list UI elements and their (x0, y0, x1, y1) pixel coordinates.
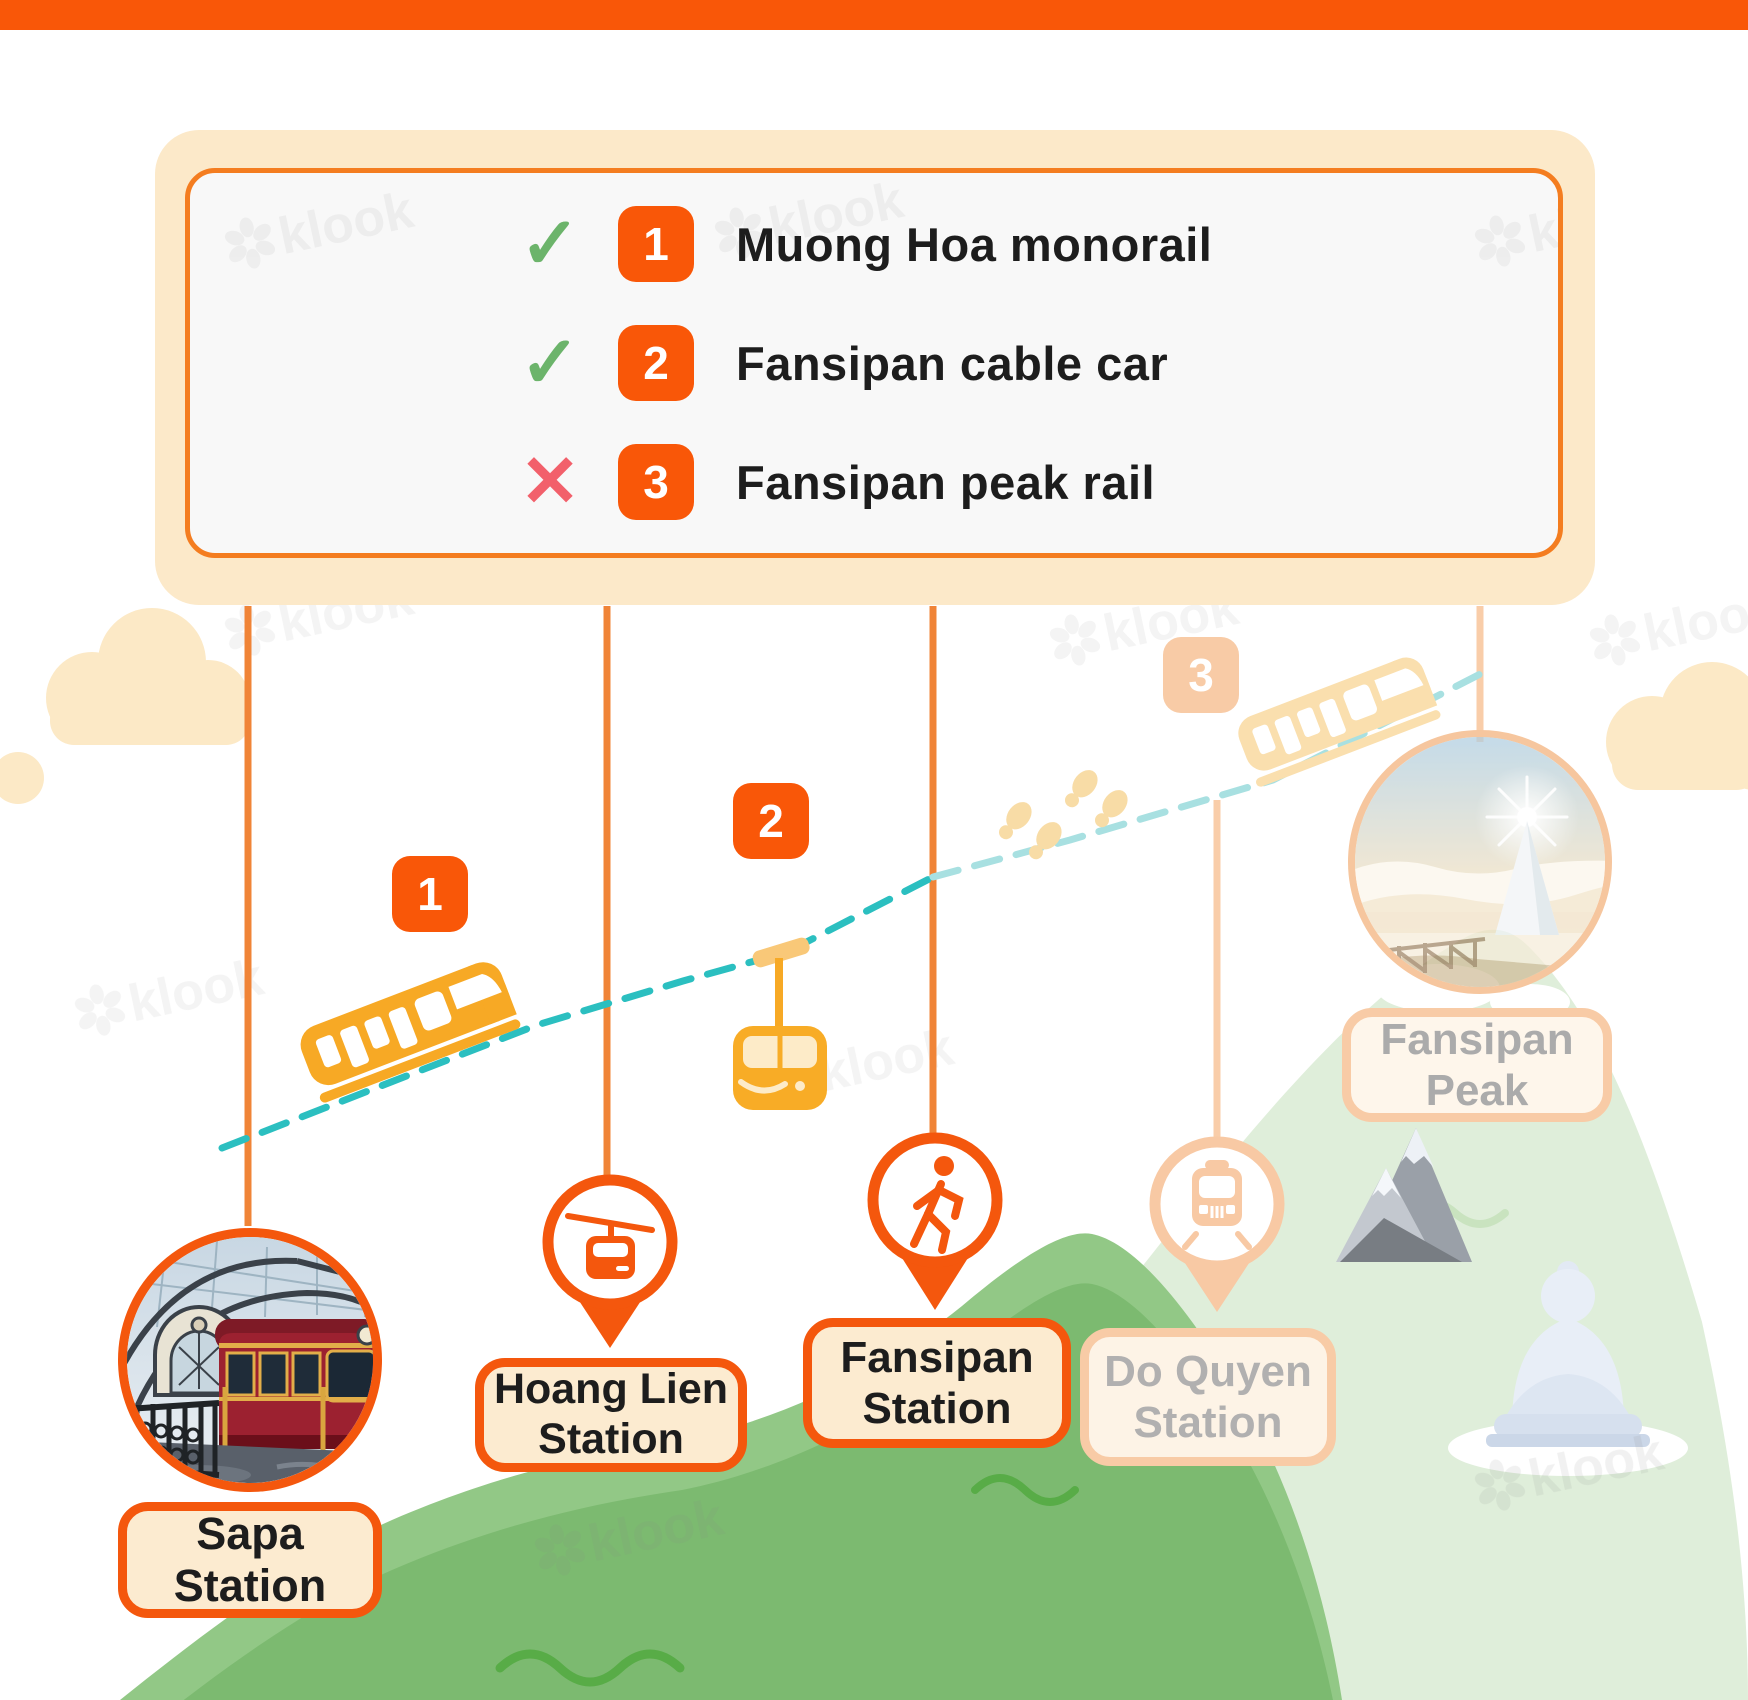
drop-lines (244, 606, 937, 1226)
legend-label-monorail: Muong Hoa monorail (736, 217, 1213, 271)
hoang-lien-station-label: Hoang Lien Station (475, 1358, 747, 1472)
sapa-station-line1: Sapa (196, 1507, 304, 1559)
peak-line2: Peak (1425, 1066, 1529, 1115)
legend-number-badge-3: 3 (618, 444, 694, 520)
cloud-left (0, 608, 250, 804)
top-accent-bar (0, 0, 1748, 30)
sapa-station-label: Sapa Station (118, 1502, 382, 1618)
cross-icon: ✕ (519, 442, 581, 522)
hoang-lien-line2: Station (538, 1415, 684, 1463)
do-quyen-station-label: Do Quyen Station (1080, 1328, 1336, 1466)
sapa-station-photo (118, 1228, 382, 1492)
map-badge-2: 2 (733, 783, 809, 859)
fansipan-station-label: Fansipan Station (803, 1318, 1071, 1448)
monorail-icon (300, 962, 521, 1103)
check-icon: ✓ (519, 323, 581, 403)
do-quyen-pin-faded (1149, 1136, 1285, 1312)
fansipan-peak-photo (1348, 730, 1612, 994)
cloud-right (1606, 662, 1748, 790)
cable-car-icon (733, 937, 827, 1110)
fansipan-pin (867, 1132, 1003, 1310)
legend-item-peak-rail: ✕ 3 Fansipan peak rail (508, 434, 1558, 530)
hoang-lien-line1: Hoang Lien (493, 1365, 729, 1414)
map-badge-3: 3 (1163, 637, 1239, 713)
footprints-icon (998, 770, 1128, 860)
legend-item-cable-car: ✓ 2 Fansipan cable car (508, 315, 1558, 411)
do-quyen-line1: Do Quyen (1104, 1346, 1312, 1396)
do-quyen-line2: Station (1133, 1398, 1283, 1447)
fansipan-line2: Station (862, 1384, 1012, 1433)
snow-mountains-icon (1336, 1128, 1472, 1262)
legend-panel: ✓ 1 Muong Hoa monorail ✓ 2 Fansipan cabl… (155, 130, 1595, 605)
hoang-lien-pin (542, 1174, 678, 1348)
legend-card: ✓ 1 Muong Hoa monorail ✓ 2 Fansipan cabl… (185, 168, 1563, 558)
legend-label-peak-rail: Fansipan peak rail (736, 455, 1156, 509)
fansipan-line1: Fansipan (840, 1332, 1034, 1382)
peak-rail-icon-faded (1238, 657, 1441, 787)
peak-line1: Fansipan (1380, 1014, 1574, 1064)
legend-number-badge-2: 2 (618, 325, 694, 401)
route-dashed-active (218, 873, 937, 1152)
sapa-station-line2: Station (173, 1560, 327, 1611)
fansipan-peak-label: Fansipan Peak (1342, 1008, 1612, 1122)
legend-item-monorail: ✓ 1 Muong Hoa monorail (508, 196, 1558, 292)
map-badge-1: 1 (392, 856, 468, 932)
legend-number-badge-1: 1 (618, 206, 694, 282)
check-icon: ✓ (519, 204, 581, 284)
legend-label-cable-car: Fansipan cable car (736, 336, 1169, 390)
